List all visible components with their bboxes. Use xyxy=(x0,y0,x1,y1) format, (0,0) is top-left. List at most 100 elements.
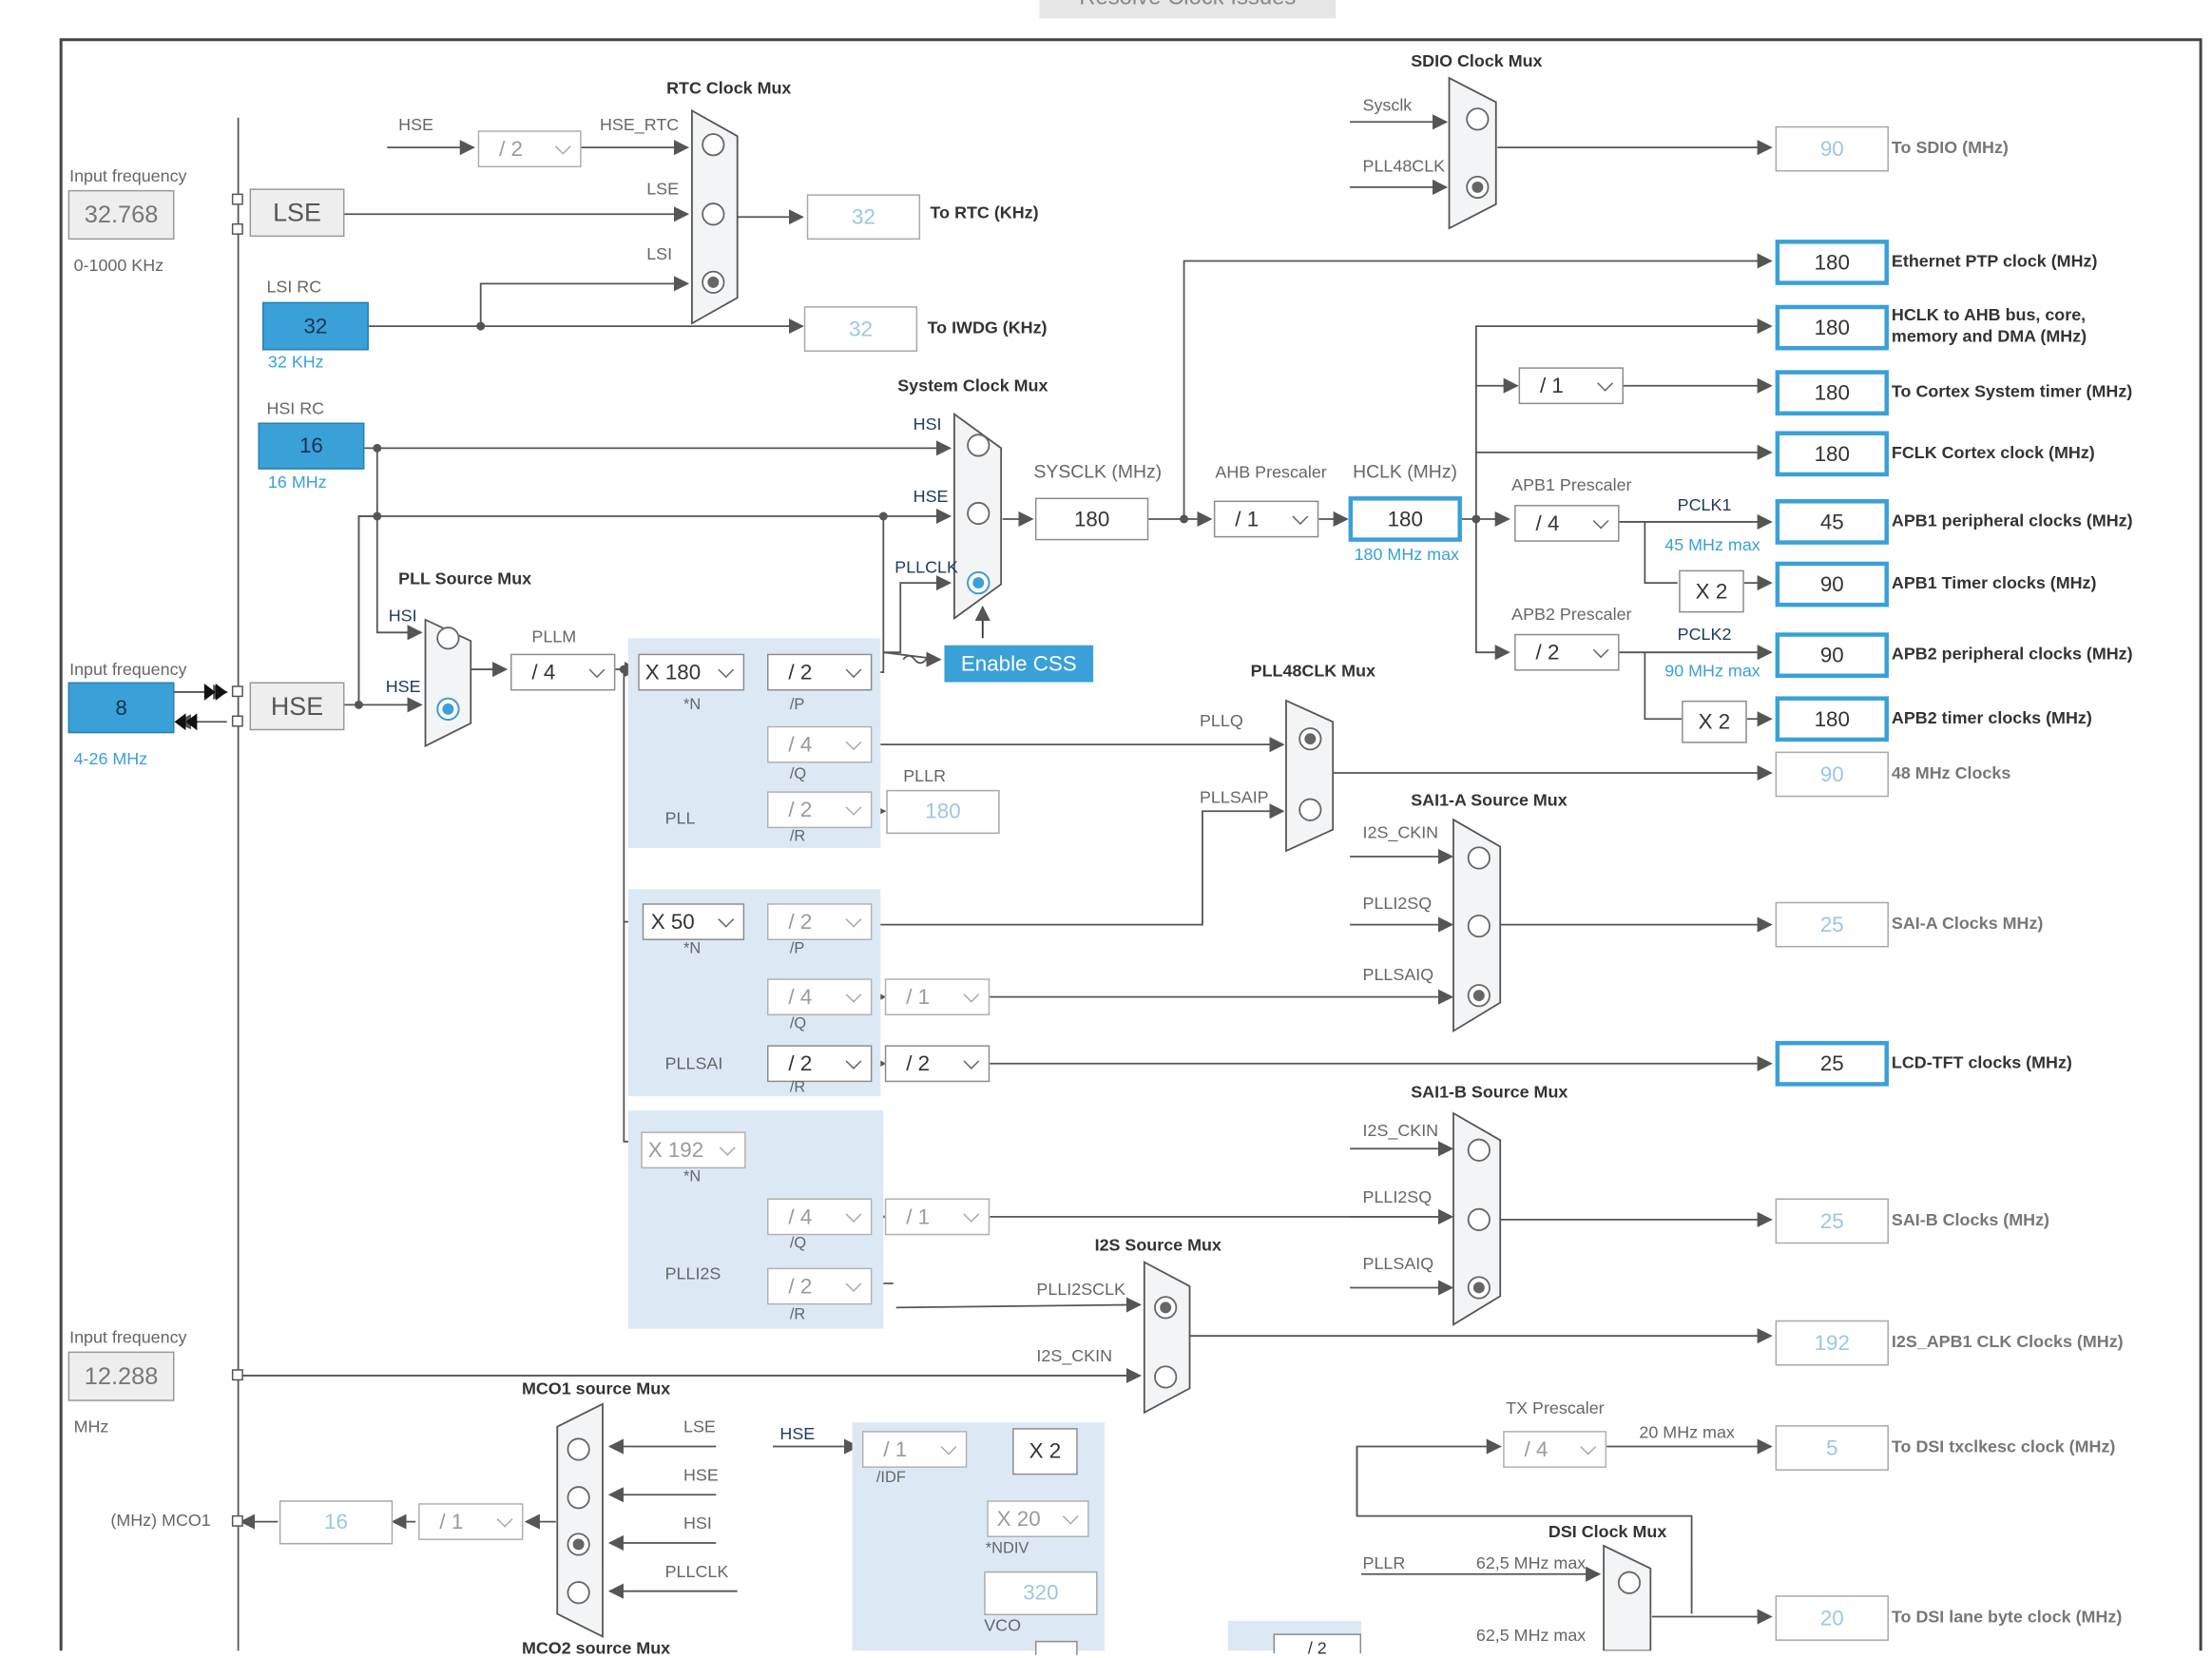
rtc-div-value: / 2 xyxy=(499,137,523,161)
dsi-ndiv-sub: *NDIV xyxy=(986,1540,1029,1558)
pllsrc-hsi-label: HSI xyxy=(389,606,417,626)
mco2-mux-title: MCO2 source Mux xyxy=(522,1638,670,1658)
pllsai-r-select[interactable]: / 2 xyxy=(767,1045,872,1082)
pll-name: PLL xyxy=(665,808,696,828)
i2s-input-label: Input frequency xyxy=(69,1327,186,1347)
saia-plli2sq: PLLI2SQ xyxy=(1363,894,1433,914)
apb1-prescaler-select[interactable]: / 4 xyxy=(1514,505,1619,542)
rtc-lse-label: LSE xyxy=(646,179,679,199)
pllsai-r-divider[interactable]: / 2 xyxy=(885,1045,990,1082)
output-label-0: To SDIO (MHz) xyxy=(1892,138,2009,158)
pllsai-name: PLLSAI xyxy=(665,1053,723,1073)
dsi-mux-title: DSI Clock Mux xyxy=(1548,1522,1666,1542)
pll-p-select[interactable]: / 2 xyxy=(767,654,872,691)
pclk2-label: PCLK2 xyxy=(1678,624,1732,644)
hse-source[interactable]: HSE xyxy=(250,683,345,731)
output-value-3[interactable]: 180 xyxy=(1776,370,1889,415)
apb2-prescaler-select[interactable]: / 2 xyxy=(1514,634,1619,671)
plli2s-q-select[interactable]: / 4 xyxy=(767,1198,872,1235)
dsi-vco-label: VCO xyxy=(984,1615,1021,1635)
pll-q-select[interactable]: / 4 xyxy=(767,726,872,763)
output-value-7[interactable]: 90 xyxy=(1776,632,1889,678)
rtc-output-label: To RTC (KHz) xyxy=(931,202,1039,222)
pllm-select[interactable]: / 4 xyxy=(510,654,615,691)
pllsai-p-sub: /P xyxy=(790,940,805,958)
mco1-div-value: / 1 xyxy=(439,1510,463,1533)
pll-n-sub: *N xyxy=(683,696,701,714)
output-value-0: 90 xyxy=(1776,126,1889,172)
apb2-prescaler-value: / 2 xyxy=(1536,641,1560,665)
dsi-idf-value: / 1 xyxy=(883,1437,907,1461)
pllsai-q-divider[interactable]: / 1 xyxy=(885,978,990,1015)
lse-input-frequency[interactable]: 32.768 xyxy=(68,190,175,240)
hclk-label: HCLK (MHz) xyxy=(1353,462,1457,482)
output-value-14: 5 xyxy=(1776,1425,1889,1471)
chevron-down-icon xyxy=(963,1206,979,1223)
hse-input-frequency[interactable]: 8 xyxy=(68,683,175,734)
pllsai-n-select[interactable]: X 50 xyxy=(643,903,744,940)
output-value-5[interactable]: 45 xyxy=(1776,499,1889,545)
enable-css-button[interactable]: Enable CSS xyxy=(944,646,1093,683)
mco1-hse: HSE xyxy=(683,1465,719,1485)
chevron-down-icon xyxy=(846,734,862,750)
i2s-input-frequency[interactable]: 12.288 xyxy=(68,1352,175,1401)
pllsai-p-select[interactable]: / 2 xyxy=(767,903,872,940)
output-label-5: APB1 peripheral clocks (MHz) xyxy=(1892,511,2133,530)
output-value-6[interactable]: 90 xyxy=(1776,562,1889,607)
ahb-prescaler-select[interactable]: / 1 xyxy=(1214,501,1318,538)
rtc-hse-divider[interactable]: / 2 xyxy=(478,130,582,167)
plli2s-r-select[interactable]: / 2 xyxy=(767,1268,872,1305)
chevron-down-icon xyxy=(963,1053,979,1070)
chevron-down-icon xyxy=(846,987,862,1003)
cortex-timer-divider[interactable]: / 1 xyxy=(1519,367,1624,404)
lsi-label: LSI RC xyxy=(266,277,321,297)
chevron-down-icon xyxy=(963,987,979,1003)
pllsai-q-select[interactable]: / 4 xyxy=(767,978,872,1015)
mco1-output-value: 16 xyxy=(279,1500,393,1544)
output-value-1[interactable]: 180 xyxy=(1776,240,1889,285)
apb2-max: 90 MHz max xyxy=(1664,661,1760,681)
chevron-down-icon xyxy=(1593,513,1609,530)
output-value-12: 25 xyxy=(1776,1198,1889,1244)
pll-r-select[interactable]: / 2 xyxy=(767,791,872,828)
saib-i2s-ckin: I2S_CKIN xyxy=(1363,1120,1439,1140)
hclk-value[interactable]: 180 xyxy=(1349,496,1462,542)
pllsai-n-sub: *N xyxy=(683,940,701,958)
chevron-down-icon xyxy=(720,1140,736,1156)
apb1-prescaler-value: / 4 xyxy=(1536,511,1560,535)
output-value-4[interactable]: 180 xyxy=(1776,431,1889,476)
plli2s-n-select[interactable]: X 192 xyxy=(641,1131,745,1168)
output-label-10: SAI-A Clocks MHz) xyxy=(1892,914,2043,934)
plli2s-q-sub: /Q xyxy=(790,1235,806,1253)
lse-source[interactable]: LSE xyxy=(250,188,345,237)
mco1-divider[interactable]: / 1 xyxy=(418,1503,523,1540)
hsi-unit: 16 MHz xyxy=(268,472,327,492)
pll-p-value: / 2 xyxy=(788,660,812,684)
pll-n-select[interactable]: X 180 xyxy=(638,654,744,691)
pll-source-mux-title: PLL Source Mux xyxy=(398,569,531,588)
output-value-11[interactable]: 25 xyxy=(1776,1041,1889,1087)
plli2s-q-divider[interactable]: / 1 xyxy=(885,1198,990,1235)
dsi-idf-select[interactable]: / 1 xyxy=(862,1431,967,1468)
hsi-rc-source[interactable]: 16 xyxy=(258,423,364,470)
sai1a-mux-title: SAI1-A Source Mux xyxy=(1411,790,1567,810)
chevron-down-icon xyxy=(718,662,734,678)
lsi-unit: 32 KHz xyxy=(268,352,324,372)
i2s-plli2sclk: PLLI2SCLK xyxy=(1036,1280,1125,1300)
output-value-8[interactable]: 180 xyxy=(1776,696,1889,742)
pll-n-value: X 180 xyxy=(645,660,701,684)
mco1-lse: LSE xyxy=(683,1417,716,1436)
lsi-rc-source[interactable]: 32 xyxy=(262,302,369,351)
hse-range: 4-26 MHz xyxy=(74,749,148,769)
output-value-2[interactable]: 180 xyxy=(1776,305,1889,351)
output-value-15: 20 xyxy=(1776,1595,1889,1641)
dsi-tx-prescaler-select[interactable]: / 4 xyxy=(1503,1431,1606,1468)
rtc-output-value: 32 xyxy=(807,194,920,240)
rtc-mux-title: RTC Clock Mux xyxy=(666,78,791,98)
dsi-ndiv-select[interactable]: X 20 xyxy=(987,1500,1088,1537)
output-label-3: To Cortex System timer (MHz) xyxy=(1892,381,2132,401)
ahb-prescaler-value: / 1 xyxy=(1235,507,1259,530)
dsi-pllr-label: PLLR xyxy=(1363,1552,1406,1572)
pllsai-r-sub: /R xyxy=(790,1079,805,1097)
pllsai-r-div-value: / 2 xyxy=(906,1051,930,1075)
